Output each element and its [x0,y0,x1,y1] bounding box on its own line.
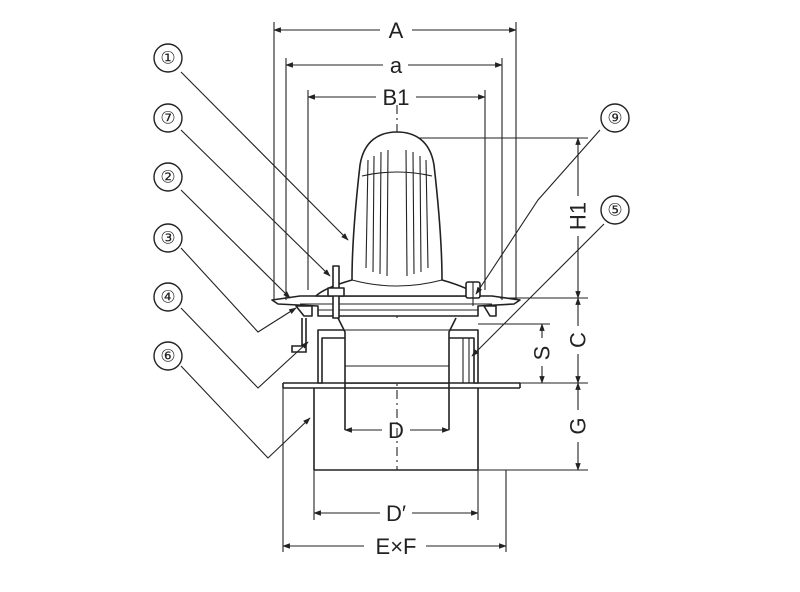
dim-label-D: D [388,418,404,443]
callout-label: ④ [160,288,175,307]
callout-3: ③ [153,223,183,253]
callout-9: ⑨ [600,103,630,133]
callout-label: ③ [160,229,175,248]
callout-6: ⑥ [153,341,183,371]
callout-label: ⑦ [160,109,175,128]
dim-label-A: A [389,18,404,43]
callout-7: ⑦ [153,103,183,133]
callout-1: ① [153,43,183,73]
side-pipe [291,318,307,353]
callout-label: ① [160,49,175,68]
callout-label: ② [160,168,175,187]
dim-label-G: G [566,417,591,434]
flange-ring [271,295,521,317]
dim-label-a: a [390,53,403,78]
callout-label: ⑤ [607,201,622,220]
dim-label-H1: H1 [566,202,591,230]
callout-5: ⑤ [600,195,630,225]
dim-label-B1: B1 [383,85,410,110]
leader-lines [180,71,605,459]
bolt-left [327,265,345,319]
callout-label: ⑥ [160,347,175,366]
dim-label-S: S [530,346,555,361]
drain-body [317,317,479,430]
callout-2: ② [153,162,183,192]
dim-label-C: C [566,332,591,348]
callout-4: ④ [153,282,183,312]
strainer-dome [315,131,479,297]
callout-label: ⑨ [607,109,622,128]
dim-label-ExF: E×F [376,534,417,559]
dim-label-D-prime: D′ [386,501,406,526]
